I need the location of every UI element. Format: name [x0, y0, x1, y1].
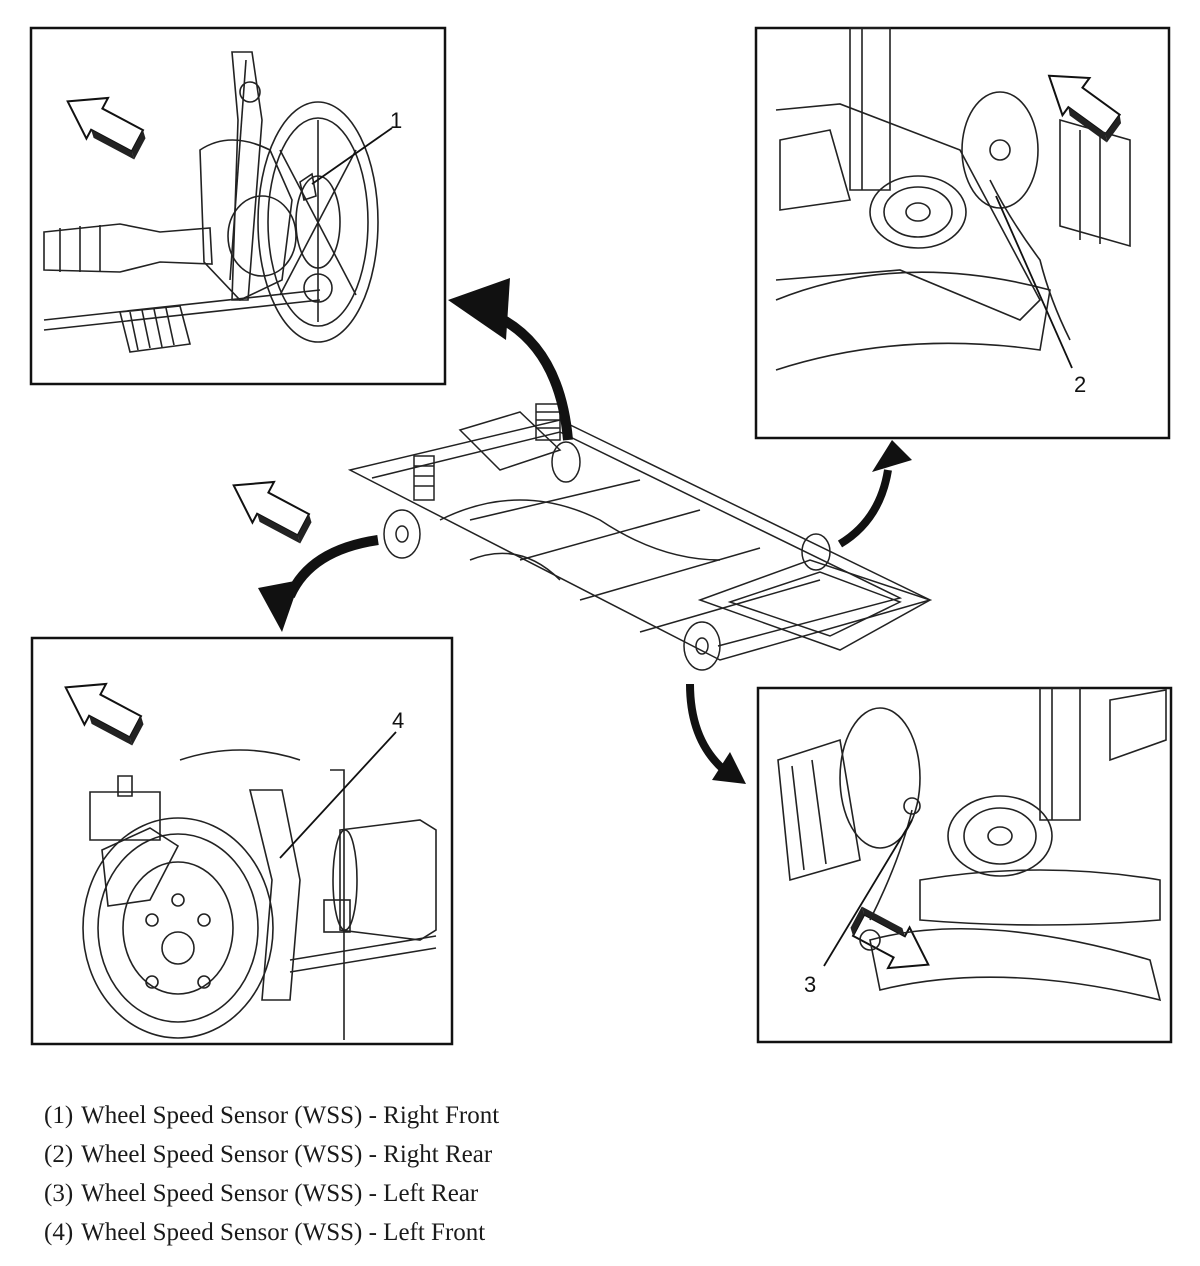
- callout-2: 2: [1074, 372, 1086, 397]
- left-rear-hub-drawing: [777, 687, 1167, 1002]
- callout-3: 3: [804, 972, 816, 997]
- legend-label: Wheel Speed Sensor (WSS) - Left Front: [81, 1219, 486, 1246]
- callout-leader-1: [311, 127, 393, 185]
- legend-item: (3) Wheel Speed Sensor (WSS) - Left Rear: [44, 1174, 499, 1213]
- legend-number: (3): [44, 1180, 74, 1207]
- callout-4: 4: [392, 708, 404, 733]
- legend-item: (4) Wheel Speed Sensor (WSS) - Left Front: [44, 1213, 499, 1252]
- callout-leader-4: [279, 731, 397, 859]
- panel-right-rear: 2: [754, 26, 1171, 440]
- chassis-frame-drawing: [347, 403, 933, 671]
- callout-leader-3: [823, 819, 913, 967]
- pointer-arrow-to-right-rear: [837, 440, 912, 548]
- pointer-arrow-to-left-front: [258, 535, 379, 632]
- legend-label: Wheel Speed Sensor (WSS) - Right Rear: [81, 1141, 493, 1168]
- panel-left-front: 4: [30, 636, 454, 1046]
- direction-arrow-icon: [221, 465, 321, 548]
- legend-item: (1) Wheel Speed Sensor (WSS) - Right Fron…: [44, 1096, 499, 1135]
- panel-right-front: 1: [29, 26, 447, 386]
- chassis-overview: [221, 278, 933, 784]
- legend: (1) Wheel Speed Sensor (WSS) - Right Fron…: [44, 1096, 499, 1252]
- legend-label: Wheel Speed Sensor (WSS) - Right Front: [81, 1102, 500, 1129]
- legend-number: (4): [44, 1219, 74, 1246]
- legend-number: (2): [44, 1141, 74, 1168]
- left-front-hub-drawing: [82, 749, 437, 1040]
- pointer-arrow-to-left-rear: [686, 683, 746, 784]
- legend-label: Wheel Speed Sensor (WSS) - Left Rear: [81, 1180, 479, 1207]
- legend-number: (1): [44, 1102, 74, 1129]
- rear-hub-drawing: [775, 27, 1131, 371]
- callout-1: 1: [390, 108, 402, 133]
- panel-left-rear: 3: [756, 686, 1173, 1044]
- callout-leader-2: [995, 195, 1073, 369]
- legend-item: (2) Wheel Speed Sensor (WSS) - Right Rear: [44, 1135, 499, 1174]
- front-hub-drawing: [43, 51, 379, 353]
- pointer-arrow-to-right-front: [448, 278, 573, 441]
